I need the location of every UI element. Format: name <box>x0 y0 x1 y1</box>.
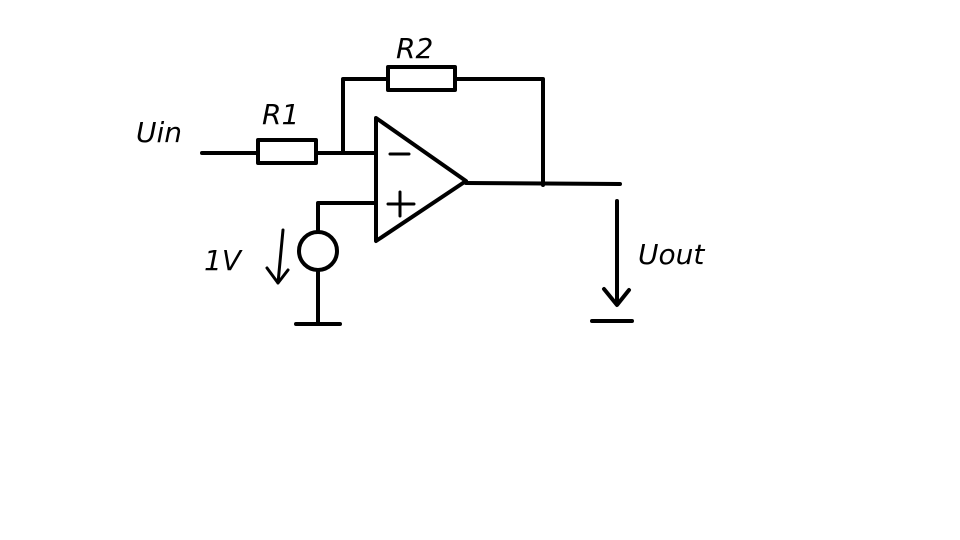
source-arrow-icon <box>265 228 290 285</box>
label-r1: R1 <box>262 98 299 131</box>
label-u-out: Uout <box>638 238 705 271</box>
label-r2: R2 <box>396 32 433 65</box>
label-u-in: Uin <box>136 116 182 149</box>
output-wire <box>464 181 622 186</box>
feedback-wire-right <box>453 77 545 187</box>
resistor-r1 <box>256 138 318 165</box>
voltage-source <box>297 230 339 272</box>
wire-plus-to-source <box>316 201 378 233</box>
label-source-voltage: 1V <box>204 244 243 277</box>
opamp-triangle <box>374 116 468 243</box>
feedback-wire-left <box>341 77 390 155</box>
noninverting-input-symbol <box>386 190 416 218</box>
resistor-r2 <box>386 65 457 92</box>
output-arrow-icon <box>602 199 631 307</box>
